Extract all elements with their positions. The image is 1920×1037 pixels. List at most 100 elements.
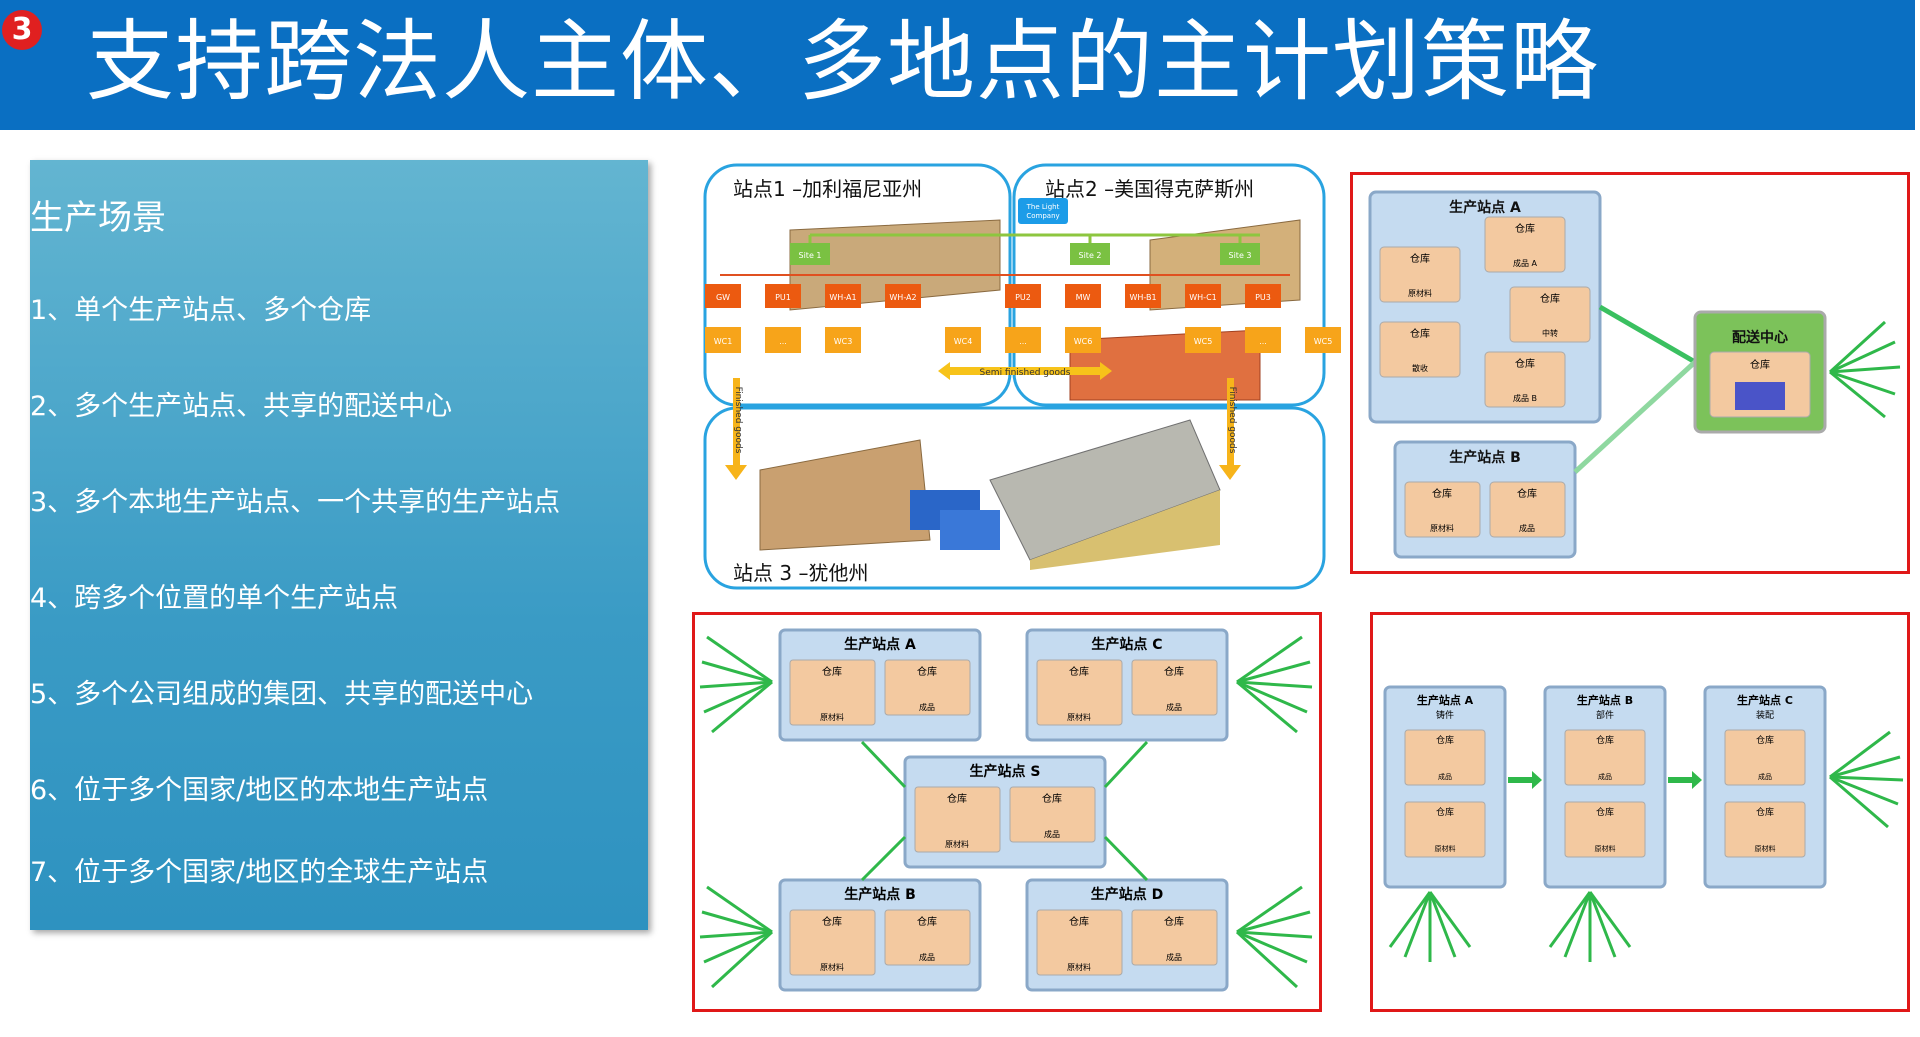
- svg-text:仓库: 仓库: [1436, 806, 1454, 818]
- finished-goods-label: Finished goods: [1227, 387, 1237, 454]
- svg-text:生产站点 A: 生产站点 A: [844, 636, 916, 653]
- svg-text:仓库: 仓库: [1164, 665, 1184, 678]
- site-box: [1070, 243, 1110, 265]
- svg-text:成品: 成品: [1166, 702, 1182, 712]
- svg-text:成品 A: 成品 A: [1513, 258, 1538, 268]
- svg-text:WC5: WC5: [1194, 337, 1213, 346]
- svg-text:WC6: WC6: [1074, 337, 1093, 346]
- svg-text:仓库: 仓库: [917, 915, 937, 928]
- svg-text:仓库: 仓库: [1436, 734, 1454, 746]
- svg-text:生产站点 C: 生产站点 C: [1737, 693, 1793, 707]
- svg-text:仓库: 仓库: [1756, 806, 1774, 818]
- slide-title: 支持跨法人主体、多地点的主计划策略: [86, 10, 1600, 113]
- svg-text:成品: 成品: [1044, 829, 1060, 839]
- svg-text:装配: 装配: [1756, 709, 1774, 721]
- svg-text:仓库: 仓库: [1517, 487, 1537, 500]
- svg-text:WC5: WC5: [1314, 337, 1333, 346]
- svg-text:仓库: 仓库: [917, 665, 937, 678]
- finished-goods-arrow: [725, 378, 747, 480]
- svg-text:仓库: 仓库: [1069, 915, 1089, 928]
- site1-node-row: GW PU1 WH-A1 WH-A2: [705, 284, 921, 308]
- scenario-item: 5、多个公司组成的集团、共享的配送中心: [30, 679, 534, 710]
- finished-goods-label: Finished goods: [733, 387, 743, 454]
- outbound-arrows-icon: [1829, 730, 1904, 829]
- svg-text:PU1: PU1: [775, 293, 791, 302]
- flow-arrow: [1508, 771, 1702, 789]
- svg-text:生产站点 A: 生产站点 A: [1417, 693, 1474, 707]
- svg-text:生产站点 B: 生产站点 B: [1577, 693, 1633, 707]
- svg-text:成品: 成品: [1166, 952, 1182, 962]
- svg-text:WH-A2: WH-A2: [889, 293, 916, 302]
- flow-arrow: [1598, 304, 1697, 365]
- svg-text:生产站点 S: 生产站点 S: [970, 763, 1041, 780]
- svg-text:WC3: WC3: [834, 337, 853, 346]
- svg-text:仓库: 仓库: [1164, 915, 1184, 928]
- site-box: [1220, 243, 1260, 265]
- svg-text:原材料: 原材料: [820, 962, 844, 972]
- svg-text:原材料: 原材料: [820, 712, 844, 722]
- site-box-label: Site 3: [1229, 251, 1252, 260]
- svg-text:成品: 成品: [1519, 523, 1535, 533]
- svg-text:原材料: 原材料: [1430, 523, 1454, 533]
- scenario-item: 2、多个生产站点、共享的配送中心: [30, 391, 453, 422]
- svg-text:原材料: 原材料: [1067, 712, 1091, 722]
- svg-text:...: ...: [1019, 337, 1027, 346]
- svg-text:...: ...: [1259, 337, 1267, 346]
- distribution-center-label: 配送中心: [1732, 329, 1788, 346]
- work-center-row: WC1 ... WC3 WC4 ... WC6 WC5 ... WC5: [705, 327, 1341, 353]
- svg-text:...: ...: [779, 337, 787, 346]
- svg-text:WH-C1: WH-C1: [1189, 293, 1217, 302]
- site3-label: 站点 3 –犹他州: [733, 561, 868, 585]
- finished-goods-arrow: [1219, 378, 1241, 480]
- site-box: [790, 243, 830, 265]
- dc-warehouse-label: 仓库: [1750, 358, 1770, 371]
- svg-text:仓库: 仓库: [1756, 734, 1774, 746]
- svg-text:仓库: 仓库: [1410, 252, 1430, 265]
- svg-text:成品 B: 成品 B: [1513, 393, 1537, 403]
- svg-text:散收: 散收: [1412, 363, 1428, 373]
- multi-site-diagram: The Light Company Site 1 Site 2 Site 3 G…: [703, 163, 1341, 590]
- semi-finished-label: Semi finished goods: [980, 368, 1071, 378]
- scenario-panel: 生产场景 1、单个生产站点、多个仓库 2、多个生产站点、共享的配送中心 3、多个…: [30, 160, 648, 930]
- company-box: [1018, 198, 1068, 224]
- site2-label: 站点2 –美国得克萨斯州: [1045, 177, 1254, 201]
- inbound-arrows-icon: [1388, 891, 1632, 962]
- svg-text:仓库: 仓库: [1596, 806, 1614, 818]
- dc-warehouse-icon: [1735, 382, 1785, 410]
- svg-text:WC4: WC4: [954, 337, 973, 346]
- svg-text:原材料: 原材料: [1067, 962, 1091, 972]
- svg-text:仓库: 仓库: [1515, 357, 1535, 370]
- scenario-item: 3、多个本地生产站点、一个共享的生产站点: [30, 487, 561, 518]
- svg-text:仓库: 仓库: [1069, 665, 1089, 678]
- company-label: Company: [1026, 212, 1059, 220]
- svg-text:仓库: 仓库: [1596, 734, 1614, 746]
- svg-text:仓库: 仓库: [1432, 487, 1452, 500]
- svg-text:原材料: 原材料: [1755, 844, 1776, 853]
- svg-text:生产站点 D: 生产站点 D: [1091, 886, 1164, 903]
- semi-finished-arrow: [938, 362, 1112, 380]
- svg-text:仓库: 仓库: [1540, 292, 1560, 305]
- svg-text:生产站点 C: 生产站点 C: [1091, 636, 1162, 653]
- truck-icon: [940, 510, 1000, 550]
- svg-text:成品: 成品: [1438, 772, 1452, 781]
- svg-text:MW: MW: [1076, 293, 1091, 302]
- svg-text:原材料: 原材料: [945, 839, 969, 849]
- flow-arrow: [1573, 360, 1697, 474]
- svg-text:仓库: 仓库: [947, 792, 967, 805]
